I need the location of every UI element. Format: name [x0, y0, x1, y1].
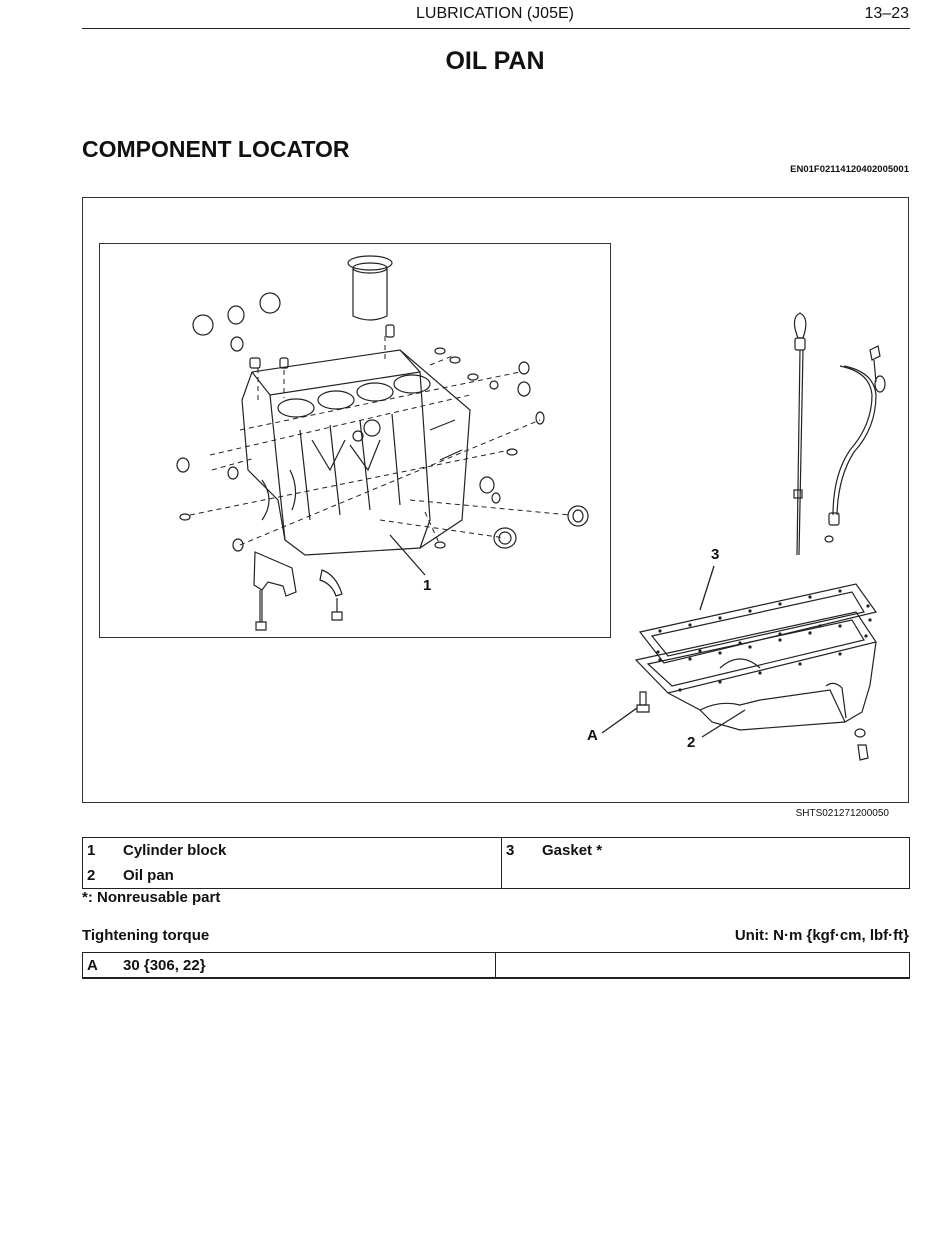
header-page-number: 13–23	[864, 5, 910, 22]
empty-cell	[495, 952, 910, 978]
parts-table: 1 Cylinder block 3 Gasket * 2 Oil pan	[82, 837, 910, 889]
part-name: Cylinder block	[123, 842, 227, 859]
dipstick-drawing	[793, 312, 807, 556]
dipstick-guide-drawing	[824, 345, 886, 543]
part-name: Gasket *	[542, 842, 603, 859]
callout-1: 1	[423, 577, 432, 594]
torque-table: A 30 {306, 22}	[82, 952, 910, 979]
leader-lines	[389, 534, 746, 738]
torque-unit: Unit: N·m {kgf·cm, lbf·ft}	[734, 927, 909, 944]
callout-a: A	[587, 727, 598, 744]
torque-value: 30 {306, 22}	[123, 956, 206, 974]
part-number: 2	[87, 867, 96, 884]
table-row: 1 Cylinder block 3 Gasket *	[83, 837, 910, 863]
callout-2: 2	[687, 734, 696, 751]
footnote: *: Nonreusable part	[82, 889, 221, 906]
oil-pan-drawing	[634, 611, 877, 761]
figure-code: SHTS021271200050	[795, 808, 889, 819]
torque-key: A	[87, 956, 98, 974]
gasket-drawing	[638, 583, 878, 664]
section-title: COMPONENT LOCATOR	[82, 136, 350, 162]
header-section-title: LUBRICATION (J05E)	[416, 5, 574, 22]
page-title: OIL PAN	[445, 47, 545, 75]
part-name: Oil pan	[123, 867, 174, 884]
document-code: EN01F02114120402005001	[790, 164, 909, 175]
figure-frame	[82, 197, 909, 803]
cylinder-block-inset-frame	[99, 243, 611, 638]
header-rule	[82, 28, 910, 29]
cylinder-block-drawing	[176, 255, 589, 631]
part-number: 1	[87, 842, 96, 859]
table-row: 2 Oil pan	[83, 863, 910, 889]
callout-3: 3	[711, 546, 720, 563]
part-number: 3	[501, 837, 538, 863]
table-row: A 30 {306, 22}	[83, 952, 910, 978]
empty-cell	[538, 863, 910, 889]
torque-label: Tightening torque	[82, 927, 210, 944]
empty-cell	[501, 863, 538, 889]
